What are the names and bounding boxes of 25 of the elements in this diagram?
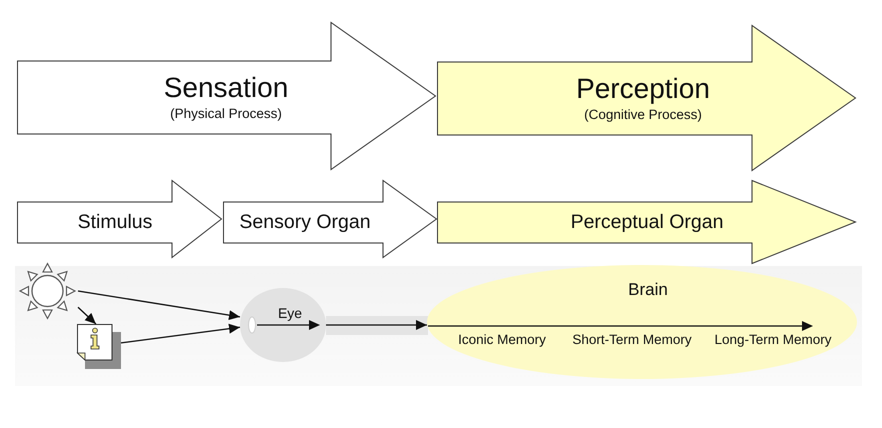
sun-icon bbox=[17, 263, 78, 319]
phase-chevron-block bbox=[17, 22, 436, 170]
document-icon bbox=[77, 324, 121, 369]
stage-title: Sensory Organ bbox=[239, 210, 371, 234]
phase-subtitle: (Physical Process) bbox=[170, 106, 282, 122]
memory-label: Iconic Memory bbox=[458, 332, 546, 348]
stage-chevron-block bbox=[223, 180, 437, 258]
phase-title: Perception bbox=[576, 72, 710, 106]
brain-ellipse bbox=[427, 265, 857, 379]
phase-title: Sensation bbox=[164, 72, 288, 104]
arrow bbox=[120, 324, 240, 344]
eye-shape bbox=[240, 288, 326, 362]
eye-label: Eye bbox=[278, 304, 302, 322]
stage-chevron-block bbox=[17, 180, 222, 258]
arrow bbox=[326, 320, 427, 330]
memory-label: Short-Term Memory bbox=[572, 332, 692, 348]
stage-chevron-block bbox=[437, 180, 856, 264]
stage-title: Perceptual Organ bbox=[570, 210, 724, 234]
phase-chevron-block bbox=[437, 25, 856, 171]
memory-label: Long-Term Memory bbox=[714, 332, 832, 348]
brain-label: Brain bbox=[628, 280, 668, 300]
phase-subtitle: (Cognitive Process) bbox=[584, 107, 702, 123]
arrow bbox=[78, 290, 240, 320]
stage-title: Stimulus bbox=[78, 210, 152, 234]
arrow bbox=[78, 306, 96, 324]
